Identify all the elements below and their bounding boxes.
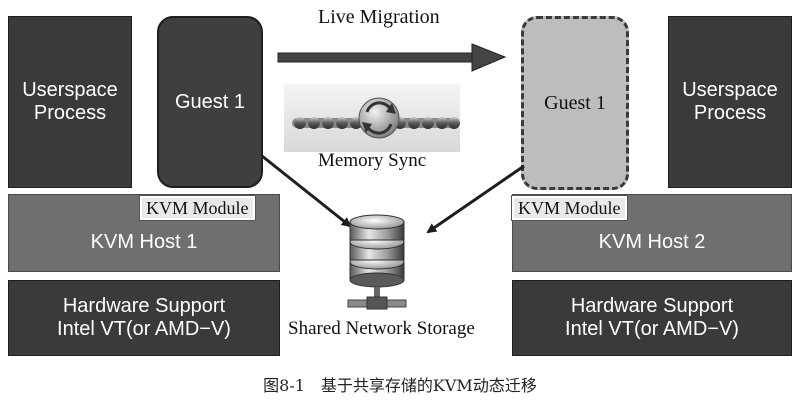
guest2-to-storage-arrow (426, 164, 525, 234)
shared-storage-label: Shared Network Storage (288, 318, 475, 339)
left-kvm-host-label: KVM Host 1 (90, 230, 198, 253)
memory-sync-label: Memory Sync (318, 150, 427, 171)
memory-sync-panel (284, 84, 460, 152)
left-userspace-process: Userspace Process (8, 16, 132, 188)
right-userspace-label: Userspace Process (682, 79, 778, 124)
left-guest-vm: Guest 1 (157, 16, 263, 188)
left-hardware-label: Hardware Support Intel VT(or AMD−V) (57, 295, 231, 340)
right-guest-label: Guest 1 (544, 91, 606, 114)
left-userspace-label: Userspace Process (22, 79, 118, 124)
live-migration-label: Live Migration (318, 6, 440, 28)
right-kvm-host-label: KVM Host 2 (598, 230, 706, 253)
right-hardware-label: Hardware Support Intel VT(or AMD−V) (565, 295, 739, 340)
left-kvm-module-tag: KVM Module (139, 195, 256, 221)
right-kvm-module-tag: KVM Module (511, 195, 628, 221)
right-userspace-process: Userspace Process (668, 16, 792, 188)
left-hardware-support: Hardware Support Intel VT(or AMD−V) (8, 280, 280, 356)
database-icon (347, 214, 407, 310)
left-guest-label: Guest 1 (174, 90, 246, 113)
right-guest-vm: Guest 1 (521, 16, 629, 190)
live-migration-arrow (277, 43, 507, 72)
right-kvm-module-label: KVM Module (518, 198, 621, 218)
figure-caption: 图8-1 基于共享存储的KVM动态迁移 (263, 376, 537, 395)
right-hardware-support: Hardware Support Intel VT(or AMD−V) (512, 280, 792, 356)
left-kvm-module-label: KVM Module (146, 198, 249, 218)
right-kvm-host: KVM Host 2 (512, 194, 792, 272)
